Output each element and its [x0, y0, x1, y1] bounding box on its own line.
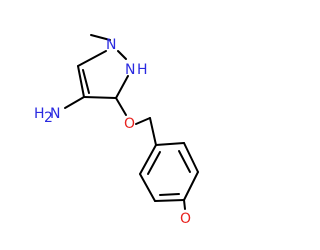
bond-n2-n1: [117, 50, 127, 60]
bond-c3-n2: [115, 75, 129, 99]
bond-ar2-ar3: [183, 142, 199, 173]
atom-n2-label: N: [125, 62, 135, 78]
ether-oxygen-label: O: [124, 116, 135, 132]
bond-ar6-ar1: [139, 144, 157, 175]
methoxy-oxygen-label: O: [180, 211, 191, 227]
amine-subscript-label: 2: [44, 110, 53, 126]
bond-c3-o: [115, 97, 127, 116]
bond-c4-nh2: [64, 96, 85, 109]
bond-c4-c3: [83, 96, 117, 99]
bond-c5-c4: [77, 65, 85, 98]
bonds: [64, 34, 199, 210]
bond-n1-c5: [77, 50, 107, 67]
bond-ar1-ar2: [155, 142, 185, 146]
atom-n1-label: N: [106, 37, 116, 53]
atom-n2-hydrogen-label: H: [137, 62, 148, 78]
bond-c5-c4-double: [82, 69, 90, 94]
bond-o-ch2: [135, 117, 151, 125]
bond-ar6-ar1-double: [147, 151, 161, 175]
bond-ar3-ar4: [183, 171, 199, 201]
chemical-structure: N N H H 2 N O O: [34, 34, 199, 227]
amine-hydrogen-label: H: [34, 106, 45, 122]
bond-ar4-o: [183, 199, 186, 210]
bond-ar4-ar5-double: [159, 193, 180, 196]
amine-nitrogen-label: N: [50, 106, 60, 122]
atom-labels: N N H H 2 N O O: [34, 37, 191, 227]
bond-n1-methyl: [90, 34, 111, 41]
bond-ch2-aryl: [149, 117, 157, 146]
bond-ar4-ar5: [154, 199, 185, 202]
bond-ar2-ar3-double: [178, 150, 191, 173]
bond-ar5-ar6: [139, 173, 156, 202]
